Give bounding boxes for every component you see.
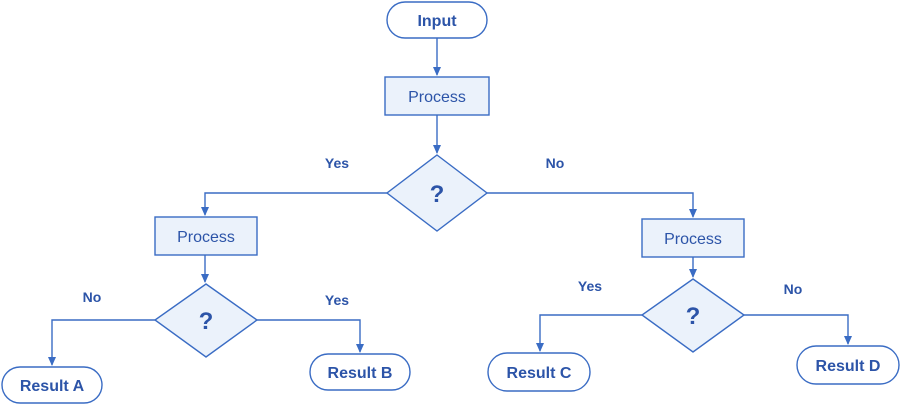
node-process-right-label: Process — [664, 231, 722, 248]
node-decision-right-label: ? — [686, 303, 701, 330]
node-result-b-label: Result B — [328, 365, 393, 382]
node-process-top-label: Process — [408, 89, 466, 106]
node-result-c[interactable]: Result C — [487, 352, 591, 392]
edge-left-decision-no-to-result-a — [48, 319, 155, 366]
edge-label-top-yes: Yes — [325, 155, 349, 171]
node-decision-left-label: ? — [199, 308, 214, 335]
node-process-left[interactable]: Process — [154, 216, 258, 256]
node-decision-top-label: ? — [430, 181, 445, 208]
node-result-a-label: Result A — [20, 378, 85, 395]
node-decision-right[interactable]: ? — [640, 278, 746, 353]
node-result-c-label: Result C — [507, 365, 572, 382]
edge-decision-yes-to-left-process — [201, 192, 387, 216]
edge-label-left-yes: Yes — [325, 292, 349, 308]
node-decision-left[interactable]: ? — [153, 283, 259, 358]
edge-decision-no-to-right-process — [487, 192, 697, 218]
node-input[interactable]: Input — [386, 1, 488, 39]
edge-label-right-no: No — [784, 281, 803, 297]
node-decision-top[interactable]: ? — [385, 154, 489, 232]
node-result-d-label: Result D — [816, 358, 881, 375]
node-result-b[interactable]: Result B — [309, 353, 411, 391]
edge-right-decision-no-to-result-d — [744, 314, 852, 345]
edge-left-decision-yes-to-result-b — [257, 319, 364, 353]
edge-label-left-no: No — [83, 289, 102, 305]
edge-label-top-no: No — [546, 155, 565, 171]
edge-right-decision-yes-to-result-c — [536, 314, 642, 352]
node-result-a[interactable]: Result A — [1, 366, 103, 404]
edges — [48, 38, 852, 366]
node-input-label: Input — [417, 13, 457, 30]
edge-label-right-yes: Yes — [578, 278, 602, 294]
node-process-left-label: Process — [177, 229, 235, 246]
node-process-top[interactable]: Process — [384, 76, 490, 116]
node-process-right[interactable]: Process — [641, 218, 745, 258]
node-result-d[interactable]: Result D — [796, 345, 900, 385]
